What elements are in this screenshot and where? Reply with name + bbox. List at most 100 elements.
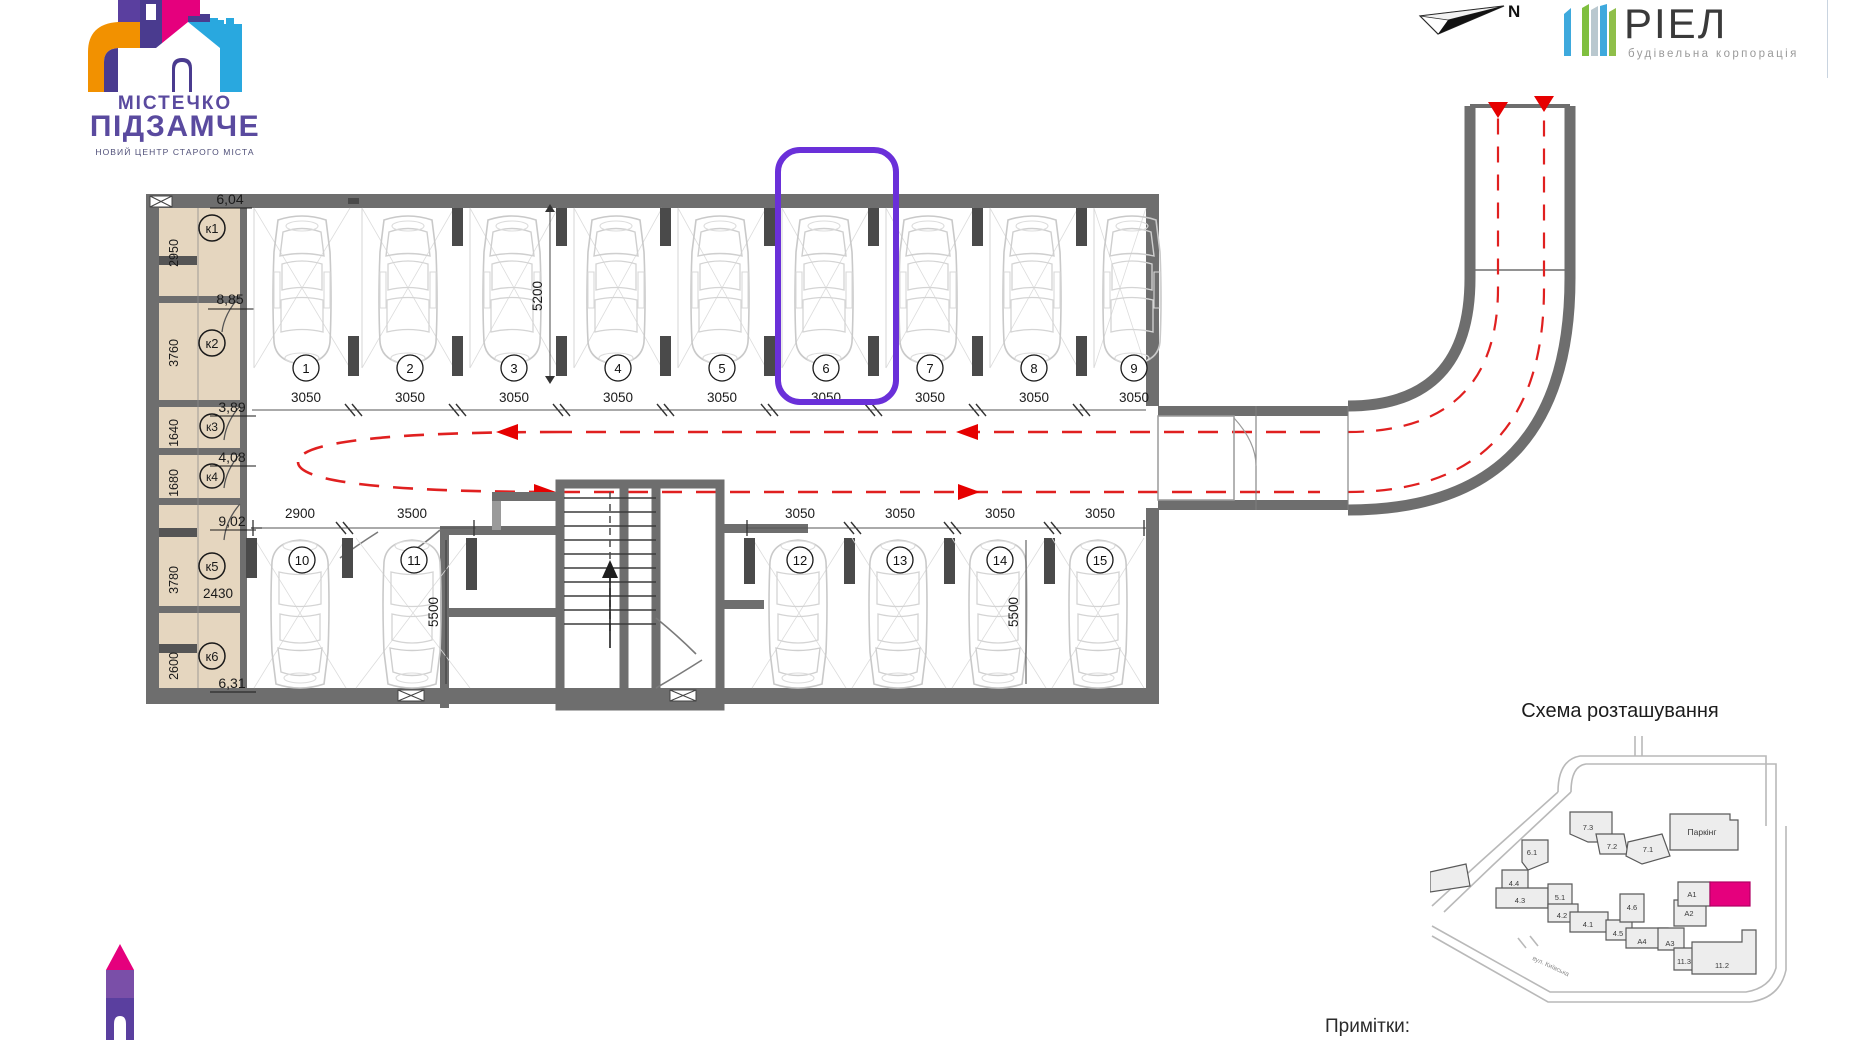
stall-top-7[interactable]: 7 3050 bbox=[885, 207, 983, 405]
room-dim-k4: 1680 bbox=[167, 469, 181, 497]
building-label: 6.1 bbox=[1527, 848, 1537, 857]
room-dim-k3: 1640 bbox=[167, 419, 181, 447]
north-arrow-icon bbox=[1418, 5, 1505, 35]
room-area-k4: 4,08 bbox=[218, 449, 245, 465]
stall-depth-bottom-right: 5500 bbox=[1006, 597, 1021, 627]
building-6-1 bbox=[1521, 839, 1549, 871]
stall-number: 13 bbox=[893, 553, 907, 568]
site-map-icon: 7.3 7.2 7.1 6.1 4.4 4.3 4.2 5.1 4.1 4.5 … bbox=[1430, 736, 1787, 1003]
stall-number: 7 bbox=[926, 361, 933, 376]
stall-top-6[interactable]: 6 3050 bbox=[781, 207, 879, 405]
room-area-k3: 3,89 bbox=[218, 399, 245, 415]
developer-tagline: будівельна корпорація bbox=[1628, 48, 1799, 60]
building-parking bbox=[1669, 813, 1739, 851]
stall-bottom-12[interactable]: 12 bbox=[744, 537, 855, 689]
room-area-k5: 9,02 bbox=[218, 513, 245, 529]
highlighted-building[interactable] bbox=[1709, 881, 1751, 907]
route-arrow-entrance bbox=[1534, 96, 1554, 112]
room-marker-k4 bbox=[199, 463, 225, 489]
stall-top-2[interactable]: 2 3050 bbox=[361, 207, 463, 405]
stall-width: 2900 bbox=[285, 506, 315, 521]
stall-width: 3050 bbox=[499, 390, 529, 405]
stall-bottom-10[interactable]: 10 bbox=[246, 537, 353, 689]
stall-number: 4 bbox=[614, 361, 621, 376]
building-label: A4 bbox=[1637, 937, 1646, 946]
room-label-k3: к3 bbox=[206, 420, 218, 434]
storage-room-labels: к1 6,04 2950 к2 8,85 3760 к3 3,89 1640 к… bbox=[167, 191, 256, 693]
building-7-1 bbox=[1625, 833, 1671, 865]
building-label: 11.3 bbox=[1677, 957, 1691, 966]
storage-rooms-block bbox=[149, 195, 247, 688]
stall-width: 3050 bbox=[985, 506, 1015, 521]
stall-top-9[interactable]: 9 3050 bbox=[1093, 207, 1162, 405]
extra-dimension: 2430 bbox=[203, 586, 233, 601]
location-scheme: Схема розташування bbox=[1430, 700, 1810, 1010]
building-label: 5.1 bbox=[1555, 893, 1565, 902]
stall-width: 3050 bbox=[1119, 390, 1149, 405]
building-4b bbox=[1430, 863, 1471, 893]
stall-row-bottom-left: 2900 3500 10 11 5500 bbox=[246, 506, 477, 689]
stall-bottom-14[interactable]: 14 bbox=[951, 537, 1055, 689]
room-marker-k1 bbox=[198, 214, 226, 242]
building-label: 4.1 bbox=[1583, 920, 1593, 929]
stall-number: 11 bbox=[407, 553, 421, 568]
building-label: 7.1 bbox=[1643, 845, 1653, 854]
stall-top-1[interactable]: 1 3050 bbox=[253, 198, 359, 405]
stall-top-5[interactable]: 5 3050 bbox=[677, 207, 775, 405]
street-label: вул. Київська bbox=[1531, 955, 1570, 978]
building-11-2 bbox=[1691, 929, 1757, 975]
room-dim-k5: 3780 bbox=[167, 566, 181, 594]
brand-name-main: ПІДЗАМЧЕ bbox=[89, 110, 261, 143]
stall-bottom-13[interactable]: 13 bbox=[851, 537, 955, 689]
parking-label: Паркінг bbox=[1688, 827, 1717, 837]
header-divider bbox=[1827, 0, 1828, 78]
drive-route-arrows bbox=[296, 424, 1320, 500]
building-label: A2 bbox=[1684, 909, 1693, 918]
room-marker-k2 bbox=[198, 329, 226, 357]
stall-width: 3050 bbox=[885, 506, 915, 521]
developer-name: РІЕЛ bbox=[1624, 0, 1728, 47]
tower-decoration-icon bbox=[106, 944, 134, 1040]
building-label: A3 bbox=[1665, 939, 1674, 948]
selected-stall-highlight[interactable] bbox=[775, 147, 899, 405]
north-label: N bbox=[1508, 2, 1521, 21]
building-label: 11.2 bbox=[1715, 961, 1729, 970]
stall-width: 3050 bbox=[915, 390, 945, 405]
room-dim-k6: 2600 bbox=[167, 652, 181, 680]
room-label-k1: к1 bbox=[206, 221, 219, 236]
stall-row-bottom-right: 3050 3050 3050 3050 12 13 bbox=[744, 506, 1146, 689]
building-4-6 bbox=[1619, 893, 1645, 923]
stall-number: 3 bbox=[510, 361, 517, 376]
stall-number: 1 bbox=[302, 361, 309, 376]
route-arrow-left bbox=[496, 424, 518, 440]
room-marker-k5 bbox=[198, 552, 226, 580]
route-arrow-right bbox=[958, 484, 980, 500]
stall-number: 5 bbox=[718, 361, 725, 376]
room-dim-k2: 3760 bbox=[167, 339, 181, 367]
stall-width: 3050 bbox=[291, 390, 321, 405]
stall-top-8[interactable]: 8 3050 bbox=[989, 207, 1087, 405]
exit-ramp bbox=[1157, 96, 1576, 516]
stall-number: 12 bbox=[793, 553, 807, 568]
building-label: 7.2 bbox=[1607, 842, 1617, 851]
stall-depth-top: 5200 bbox=[530, 281, 545, 311]
developer-logo: РІЕЛ будівельна корпорація bbox=[1560, 0, 1810, 70]
stall-number: 6 bbox=[822, 361, 829, 376]
stall-bottom-11[interactable]: 11 bbox=[355, 537, 477, 689]
building-label: 4.4 bbox=[1509, 879, 1519, 888]
building-label: 7.3 bbox=[1583, 823, 1593, 832]
riel-bars-icon bbox=[1564, 4, 1616, 56]
room-label-k5: к5 bbox=[206, 559, 219, 574]
stall-number: 8 bbox=[1030, 361, 1037, 376]
room-label-k6: к6 bbox=[206, 649, 219, 664]
stall-number: 15 bbox=[1093, 553, 1107, 568]
stall-top-4[interactable]: 4 3050 bbox=[573, 207, 671, 405]
room-label-k2: к2 bbox=[206, 336, 219, 351]
room-area-k1: 6,04 bbox=[216, 191, 243, 207]
stall-row-top: 1 3050 2 3050 3 3050 bbox=[252, 198, 1162, 417]
stall-width: 3050 bbox=[1085, 506, 1115, 521]
route-arrow-left bbox=[956, 424, 978, 440]
stall-bottom-15[interactable]: 15 bbox=[1051, 537, 1145, 689]
stall-top-3[interactable]: 3 3050 bbox=[469, 207, 567, 405]
